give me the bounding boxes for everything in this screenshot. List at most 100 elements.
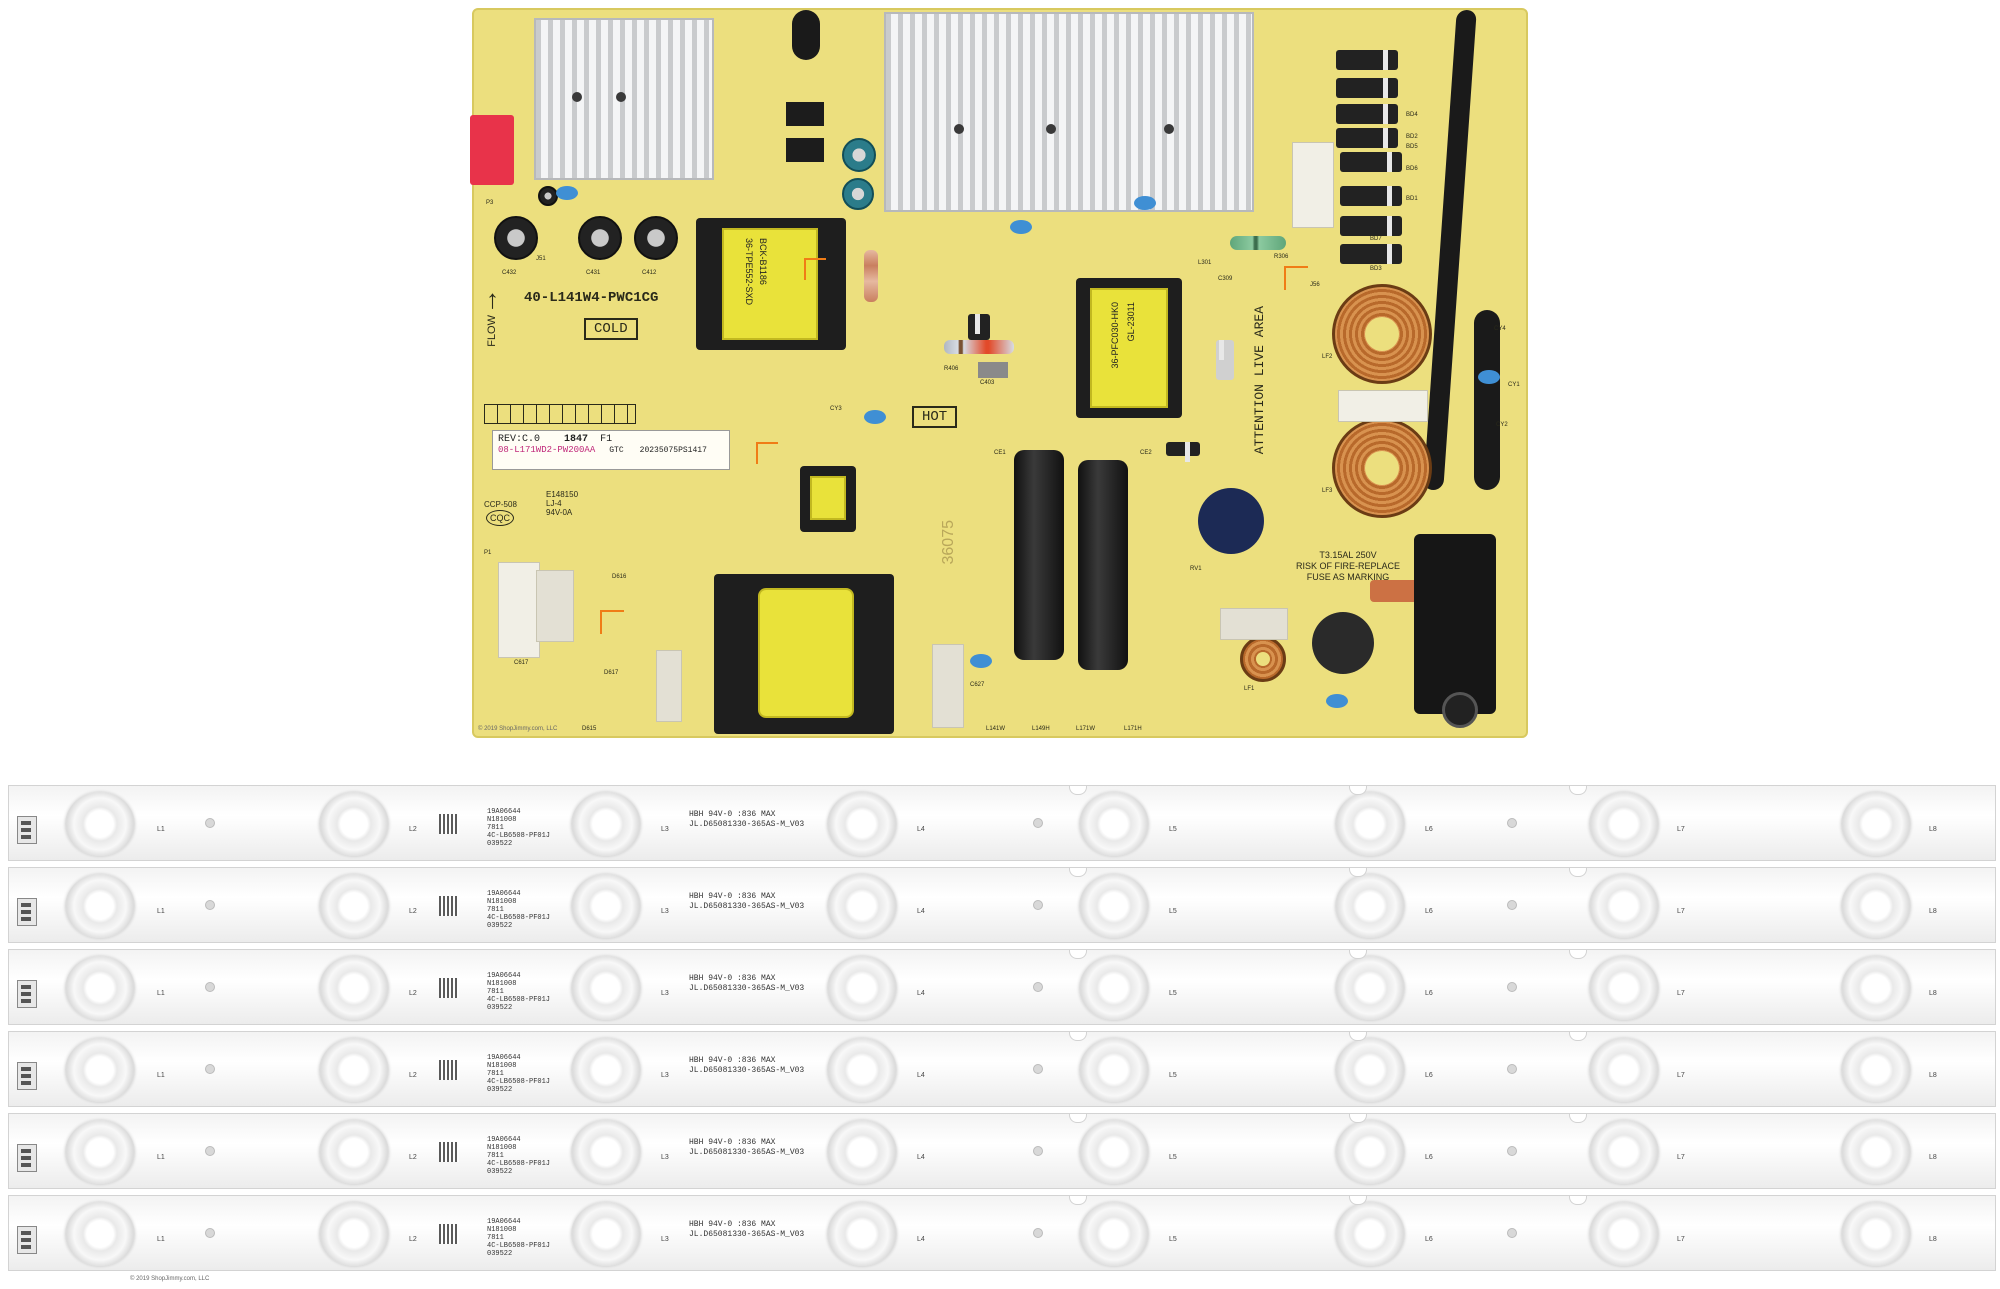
copyright-board: © 2019 ShopJimmy.com, LLC [478, 726, 558, 732]
led-lens [65, 874, 135, 938]
strip-mount-hole [1507, 818, 1517, 828]
led-label: L1 [157, 1236, 165, 1243]
led-label: L6 [1425, 1236, 1433, 1243]
cqc-logo: CQC [486, 510, 514, 526]
diode-bd6 [1340, 186, 1402, 206]
label-l141w: L141W [986, 726, 1006, 732]
qr-code-icon [439, 1142, 459, 1162]
strip-id-line: 7811 [487, 1152, 504, 1160]
strip-mount-hole [1033, 1064, 1043, 1074]
strip-mount-hole [205, 1146, 215, 1156]
led-label: L5 [1169, 990, 1177, 997]
strip-batch: 19A06644 [487, 890, 521, 898]
strip-id-line: 039522 [487, 1004, 513, 1012]
led-lens [1589, 1202, 1659, 1266]
led-lens [571, 1202, 641, 1266]
led-lens [1335, 1120, 1405, 1184]
led-label: L4 [917, 826, 925, 833]
led-lens [65, 1038, 135, 1102]
strip-id-line: 039522 [487, 1250, 513, 1258]
label-cy4: CY4 [1494, 326, 1506, 332]
led-lens [65, 1202, 135, 1266]
strip-id-line: N181008 [487, 980, 517, 988]
capacitor-c432 [494, 216, 538, 260]
varistor-rv1 [1198, 488, 1264, 554]
led-lens [319, 1120, 389, 1184]
capacitor-small-2 [842, 178, 874, 210]
label-bd6: BD6 [1406, 166, 1418, 172]
strip-cert-line: HBH 94V-0 :836 MAX [689, 892, 776, 901]
led-lens [1079, 874, 1149, 938]
strip-id-line: 7811 [487, 906, 504, 914]
strip-connector [17, 980, 37, 1008]
sticker-model: 08-L171WD2-PW200AA [498, 445, 596, 455]
diode-bd3 [1336, 104, 1398, 124]
choke-base-lf2 [1338, 390, 1428, 422]
strip-cert-line: HBH 94V-0 :836 MAX [689, 1138, 776, 1147]
led-label: L1 [157, 990, 165, 997]
led-lens [1335, 1202, 1405, 1266]
led-label: L6 [1425, 1154, 1433, 1161]
pfc-label-1: 36-PFC030-HK0 [1110, 302, 1120, 369]
led-lens [1841, 1120, 1911, 1184]
led-label: L7 [1677, 908, 1685, 915]
led-lens [1079, 956, 1149, 1020]
led-label: L3 [661, 1072, 669, 1079]
led-lens [1589, 956, 1659, 1020]
strip-mount-hole [1033, 982, 1043, 992]
label-cy1: CY1 [1508, 382, 1520, 388]
led-label: L2 [409, 1072, 417, 1079]
strip-mount-hole [205, 1228, 215, 1238]
strip-mount-hole [1033, 1146, 1043, 1156]
led-label: L7 [1677, 1154, 1685, 1161]
led-label: L5 [1169, 1072, 1177, 1079]
led-lens [1079, 1202, 1149, 1266]
ac-inlet-screw [1442, 692, 1478, 728]
strip-model: JL.D65081330-365AS-M_V03 [689, 1148, 805, 1157]
qr-code-icon [439, 814, 459, 834]
cap-blue-3 [1010, 220, 1032, 234]
sticker-serial: 20235075PS1417 [639, 446, 707, 455]
strip-id-line: N181008 [487, 816, 517, 824]
strip-model: JL.D65081330-365AS-M_V03 [689, 1230, 805, 1239]
label-l301: L301 [1198, 260, 1212, 266]
qr-code-icon [439, 1060, 459, 1080]
optocoupler-2 [786, 138, 824, 162]
led-lens [1335, 1038, 1405, 1102]
qr-code-icon [439, 978, 459, 998]
led-label: L5 [1169, 826, 1177, 833]
board-sticker: REV:C.0 1847 F1 08-L171WD2-PW200AA GTC 2… [492, 430, 730, 470]
strip-notch [1069, 950, 1087, 959]
led-lens [827, 792, 897, 856]
cap-blue-7 [1326, 694, 1348, 708]
led-lens [1589, 792, 1659, 856]
led-label: L3 [661, 1154, 669, 1161]
inductor-r306 [1230, 236, 1286, 250]
strip-id-line: 4C-LB6508-PF01J [487, 1160, 551, 1168]
led-lens [1589, 874, 1659, 938]
strip-model: JL.D65081330-365AS-M_V03 [689, 902, 805, 911]
led-lens [1589, 1038, 1659, 1102]
transformer-label-1: 36-TPE552-SXD [744, 238, 754, 306]
resistor [864, 250, 878, 302]
attention-label: ATTENTION LIVE AREA [1252, 306, 1267, 455]
strip-batch: 19A06644 [487, 1136, 521, 1144]
choke-lf3 [1332, 418, 1432, 518]
heatsink-left [534, 18, 714, 180]
label-c627: C627 [970, 682, 985, 688]
choke-lf1 [1240, 636, 1286, 682]
led-lens [1841, 956, 1911, 1020]
led-label: L8 [1929, 1154, 1937, 1161]
choke-lf2 [1332, 284, 1432, 384]
strip-id-line: 039522 [487, 922, 513, 930]
led-lens [571, 1120, 641, 1184]
strip-notch [1069, 786, 1087, 795]
led-lens [1079, 792, 1149, 856]
